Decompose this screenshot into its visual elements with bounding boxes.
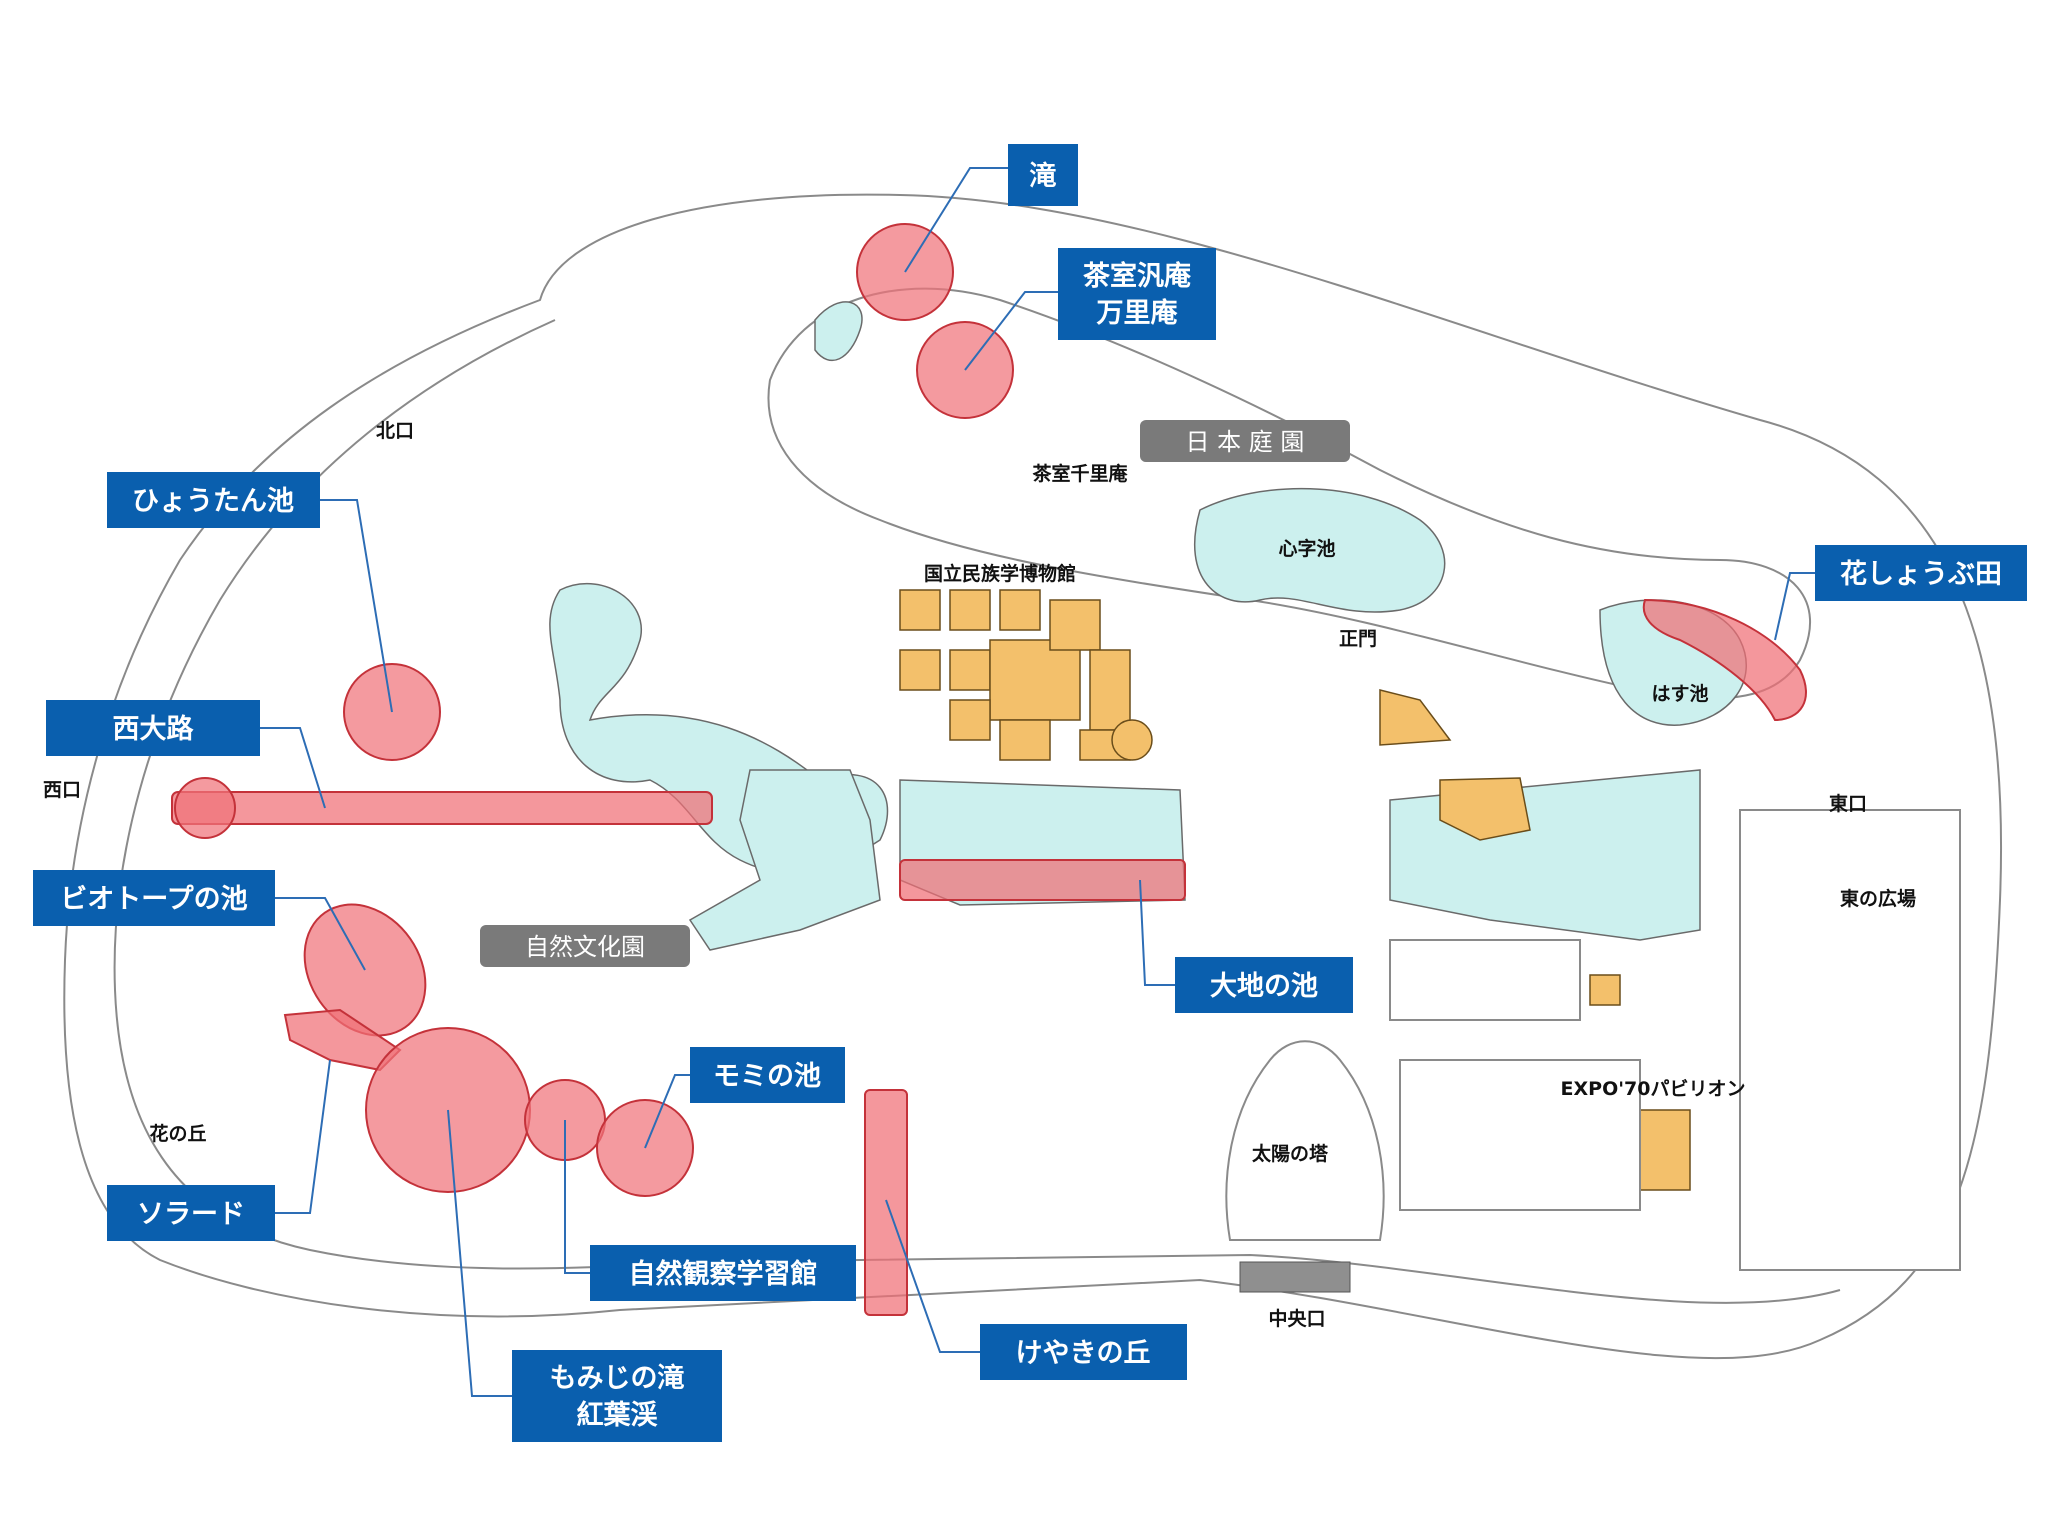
park-boundary <box>63 193 2003 1360</box>
place-sen-ri-an: 茶室千里庵 <box>1032 462 1127 485</box>
label-biotope: ビオトープの池 <box>33 870 275 926</box>
central-water-channel <box>688 769 881 951</box>
label-momiji: もみじの滝 紅葉渓 <box>512 1350 722 1442</box>
area-label-nihon-teien: 日 本 庭 園 <box>1140 420 1350 462</box>
svg-text:自然文化園: 自然文化園 <box>525 933 645 961</box>
place-hana-no-oka: 花の丘 <box>149 1122 206 1145</box>
label-taki: 滝 <box>1008 144 1078 206</box>
label-hyoutan: ひょうたん池 <box>107 472 320 528</box>
label-momi: モミの池 <box>690 1047 845 1103</box>
leader-chashitsu <box>964 291 1058 371</box>
parking-field-1 <box>1389 939 1581 1021</box>
svg-text:滝: 滝 <box>1030 161 1057 192</box>
svg-text:西大路: 西大路 <box>113 713 195 745</box>
tower-of-the-sun-area <box>1225 1040 1385 1241</box>
place-taiyou: 太陽の塔 <box>1252 1142 1329 1165</box>
label-keyaki: けやきの丘 <box>980 1324 1187 1380</box>
svg-text:もみじの滝: もみじの滝 <box>550 1363 685 1394</box>
highlight-hanashoubu <box>1642 598 1807 722</box>
label-daichi: 大地の池 <box>1175 957 1353 1013</box>
place-higashi-hiroba: 東の広場 <box>1840 887 1916 910</box>
small-building-1 <box>1589 974 1621 1006</box>
svg-text:自然観察学習館: 自然観察学習館 <box>629 1258 818 1290</box>
building-east-1 <box>1379 689 1452 746</box>
svg-text:ビオトープの池: ビオトープの池 <box>60 884 247 915</box>
parking-field-2 <box>1399 1059 1641 1211</box>
svg-text:日 本 庭 園: 日 本 庭 園 <box>1186 428 1305 456</box>
leader-biotope <box>275 897 366 971</box>
svg-text:紅葉渓: 紅葉渓 <box>577 1400 659 1431</box>
place-seimon: 正門 <box>1339 628 1377 650</box>
minpaku-building <box>899 589 1153 761</box>
svg-text:ソラード: ソラード <box>137 1199 245 1230</box>
svg-text:大地の池: 大地の池 <box>1210 971 1318 1002</box>
inner-ring-road <box>113 319 1841 1304</box>
leader-keyaki <box>885 1199 980 1353</box>
highlight-nishi-ooji <box>171 791 713 825</box>
place-minpaku: 国立民族学博物館 <box>924 562 1076 585</box>
leader-hanashoubu <box>1774 572 1815 641</box>
leader-shizen-kansatsu <box>564 1120 590 1274</box>
place-chuouguchi: 中央口 <box>1268 1307 1325 1330</box>
shinji-pond <box>1194 487 1446 613</box>
highlight-daichi <box>899 859 1186 901</box>
leader-momiji <box>447 1109 512 1397</box>
place-higashiguchi: 東口 <box>1829 792 1867 815</box>
highlight-nishiguchi-circle <box>174 777 236 839</box>
leader-nishi-ooji <box>260 727 326 809</box>
place-hasu-ike: はす池 <box>1651 682 1708 705</box>
label-chashitsu: 茶室汎庵 万里庵 <box>1058 248 1216 340</box>
place-expo: EXPO'70パビリオン <box>1561 1078 1746 1100</box>
japanese-garden-pond <box>814 301 863 362</box>
place-shinji-ike: 心字池 <box>1278 537 1335 560</box>
leader-taki <box>904 167 1008 273</box>
svg-text:万里庵: 万里庵 <box>1097 297 1178 329</box>
area-label-shizen-bunka: 自然文化園 <box>480 925 690 967</box>
place-nishiguchi: 西口 <box>43 779 81 801</box>
leader-daichi <box>1139 879 1175 986</box>
label-solard: ソラード <box>107 1185 275 1241</box>
label-nishi-ooji: 西大路 <box>46 700 260 756</box>
place-kitaguchi: 北口 <box>376 420 414 442</box>
svg-text:花しょうぶ田: 花しょうぶ田 <box>1840 559 2002 590</box>
svg-text:モミの池: モミの池 <box>713 1061 821 1092</box>
leader-hyoutan <box>320 499 393 713</box>
svg-text:けやきの丘: けやきの丘 <box>1016 1338 1151 1369</box>
building-east-2 <box>1439 777 1531 841</box>
label-shizen-kansatsu: 自然観察学習館 <box>590 1245 856 1301</box>
svg-text:ひょうたん池: ひょうたん池 <box>132 486 294 517</box>
leader-momi <box>644 1074 690 1149</box>
leader-solard <box>275 1059 331 1214</box>
east-plaza <box>1739 809 1961 1271</box>
svg-text:茶室汎庵: 茶室汎庵 <box>1083 260 1191 292</box>
central-gate-structure <box>1239 1261 1351 1293</box>
label-hanashoubu: 花しょうぶ田 <box>1815 545 2027 601</box>
